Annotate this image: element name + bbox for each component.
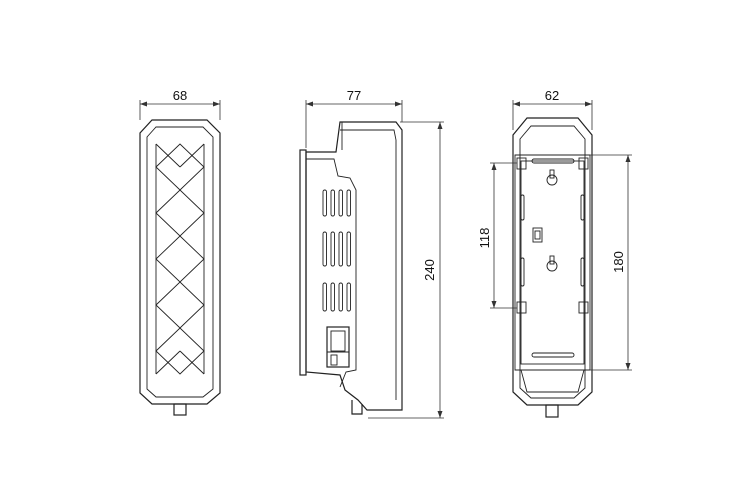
back-rail-right-bottom [580, 257, 585, 287]
back-latch [532, 227, 543, 243]
side-view: 77 240 [299, 88, 444, 419]
back-rail-right-top [580, 194, 585, 221]
side-body-outline [305, 121, 403, 411]
back-keyhole-bottom [546, 255, 558, 272]
back-height-label: 180 [611, 251, 626, 273]
side-depth-label: 77 [347, 88, 361, 103]
back-height-dimension: 180 [590, 154, 632, 371]
front-nozzle [173, 403, 187, 416]
back-mount-plate [514, 154, 591, 371]
back-hole-spacing-dimension: 118 [477, 162, 517, 309]
back-top-slot [531, 158, 575, 164]
side-vent-slots-top [322, 189, 351, 217]
back-bottom-slot [531, 352, 575, 358]
back-view: 62 118 180 [477, 88, 632, 418]
back-keyhole-top [546, 169, 558, 186]
back-rail-left-top [520, 194, 525, 221]
front-inner-panel [146, 126, 214, 398]
back-nozzle [545, 404, 559, 418]
side-inner-contour [306, 158, 357, 388]
back-screw-bottom-right [578, 301, 589, 314]
front-view: 68 [139, 88, 221, 416]
side-nozzle [351, 400, 363, 415]
side-height-dimension: 240 [368, 121, 444, 419]
back-screw-top-right [578, 157, 589, 170]
front-width-dimension: 68 [139, 88, 221, 120]
front-diamond-pattern [155, 143, 205, 375]
back-outer-body [512, 117, 593, 406]
back-width-label: 62 [545, 88, 559, 103]
back-width-dimension: 62 [512, 88, 593, 130]
front-width-label: 68 [173, 88, 187, 103]
back-rail-left-bottom [520, 257, 525, 287]
side-back-plate [299, 149, 307, 376]
back-hole-spacing-label: 118 [477, 228, 492, 249]
back-screw-bottom-left [516, 301, 527, 314]
back-bottom-lip [520, 369, 585, 393]
side-vent-slots-bottom [322, 282, 351, 312]
side-vent-slots-middle [322, 231, 351, 267]
back-screw-top-left [516, 157, 527, 170]
side-push-button [326, 326, 350, 368]
back-inner-rim [519, 125, 586, 399]
side-height-label: 240 [422, 259, 437, 281]
front-outer-body [139, 119, 221, 405]
side-depth-dimension: 77 [305, 88, 403, 148]
